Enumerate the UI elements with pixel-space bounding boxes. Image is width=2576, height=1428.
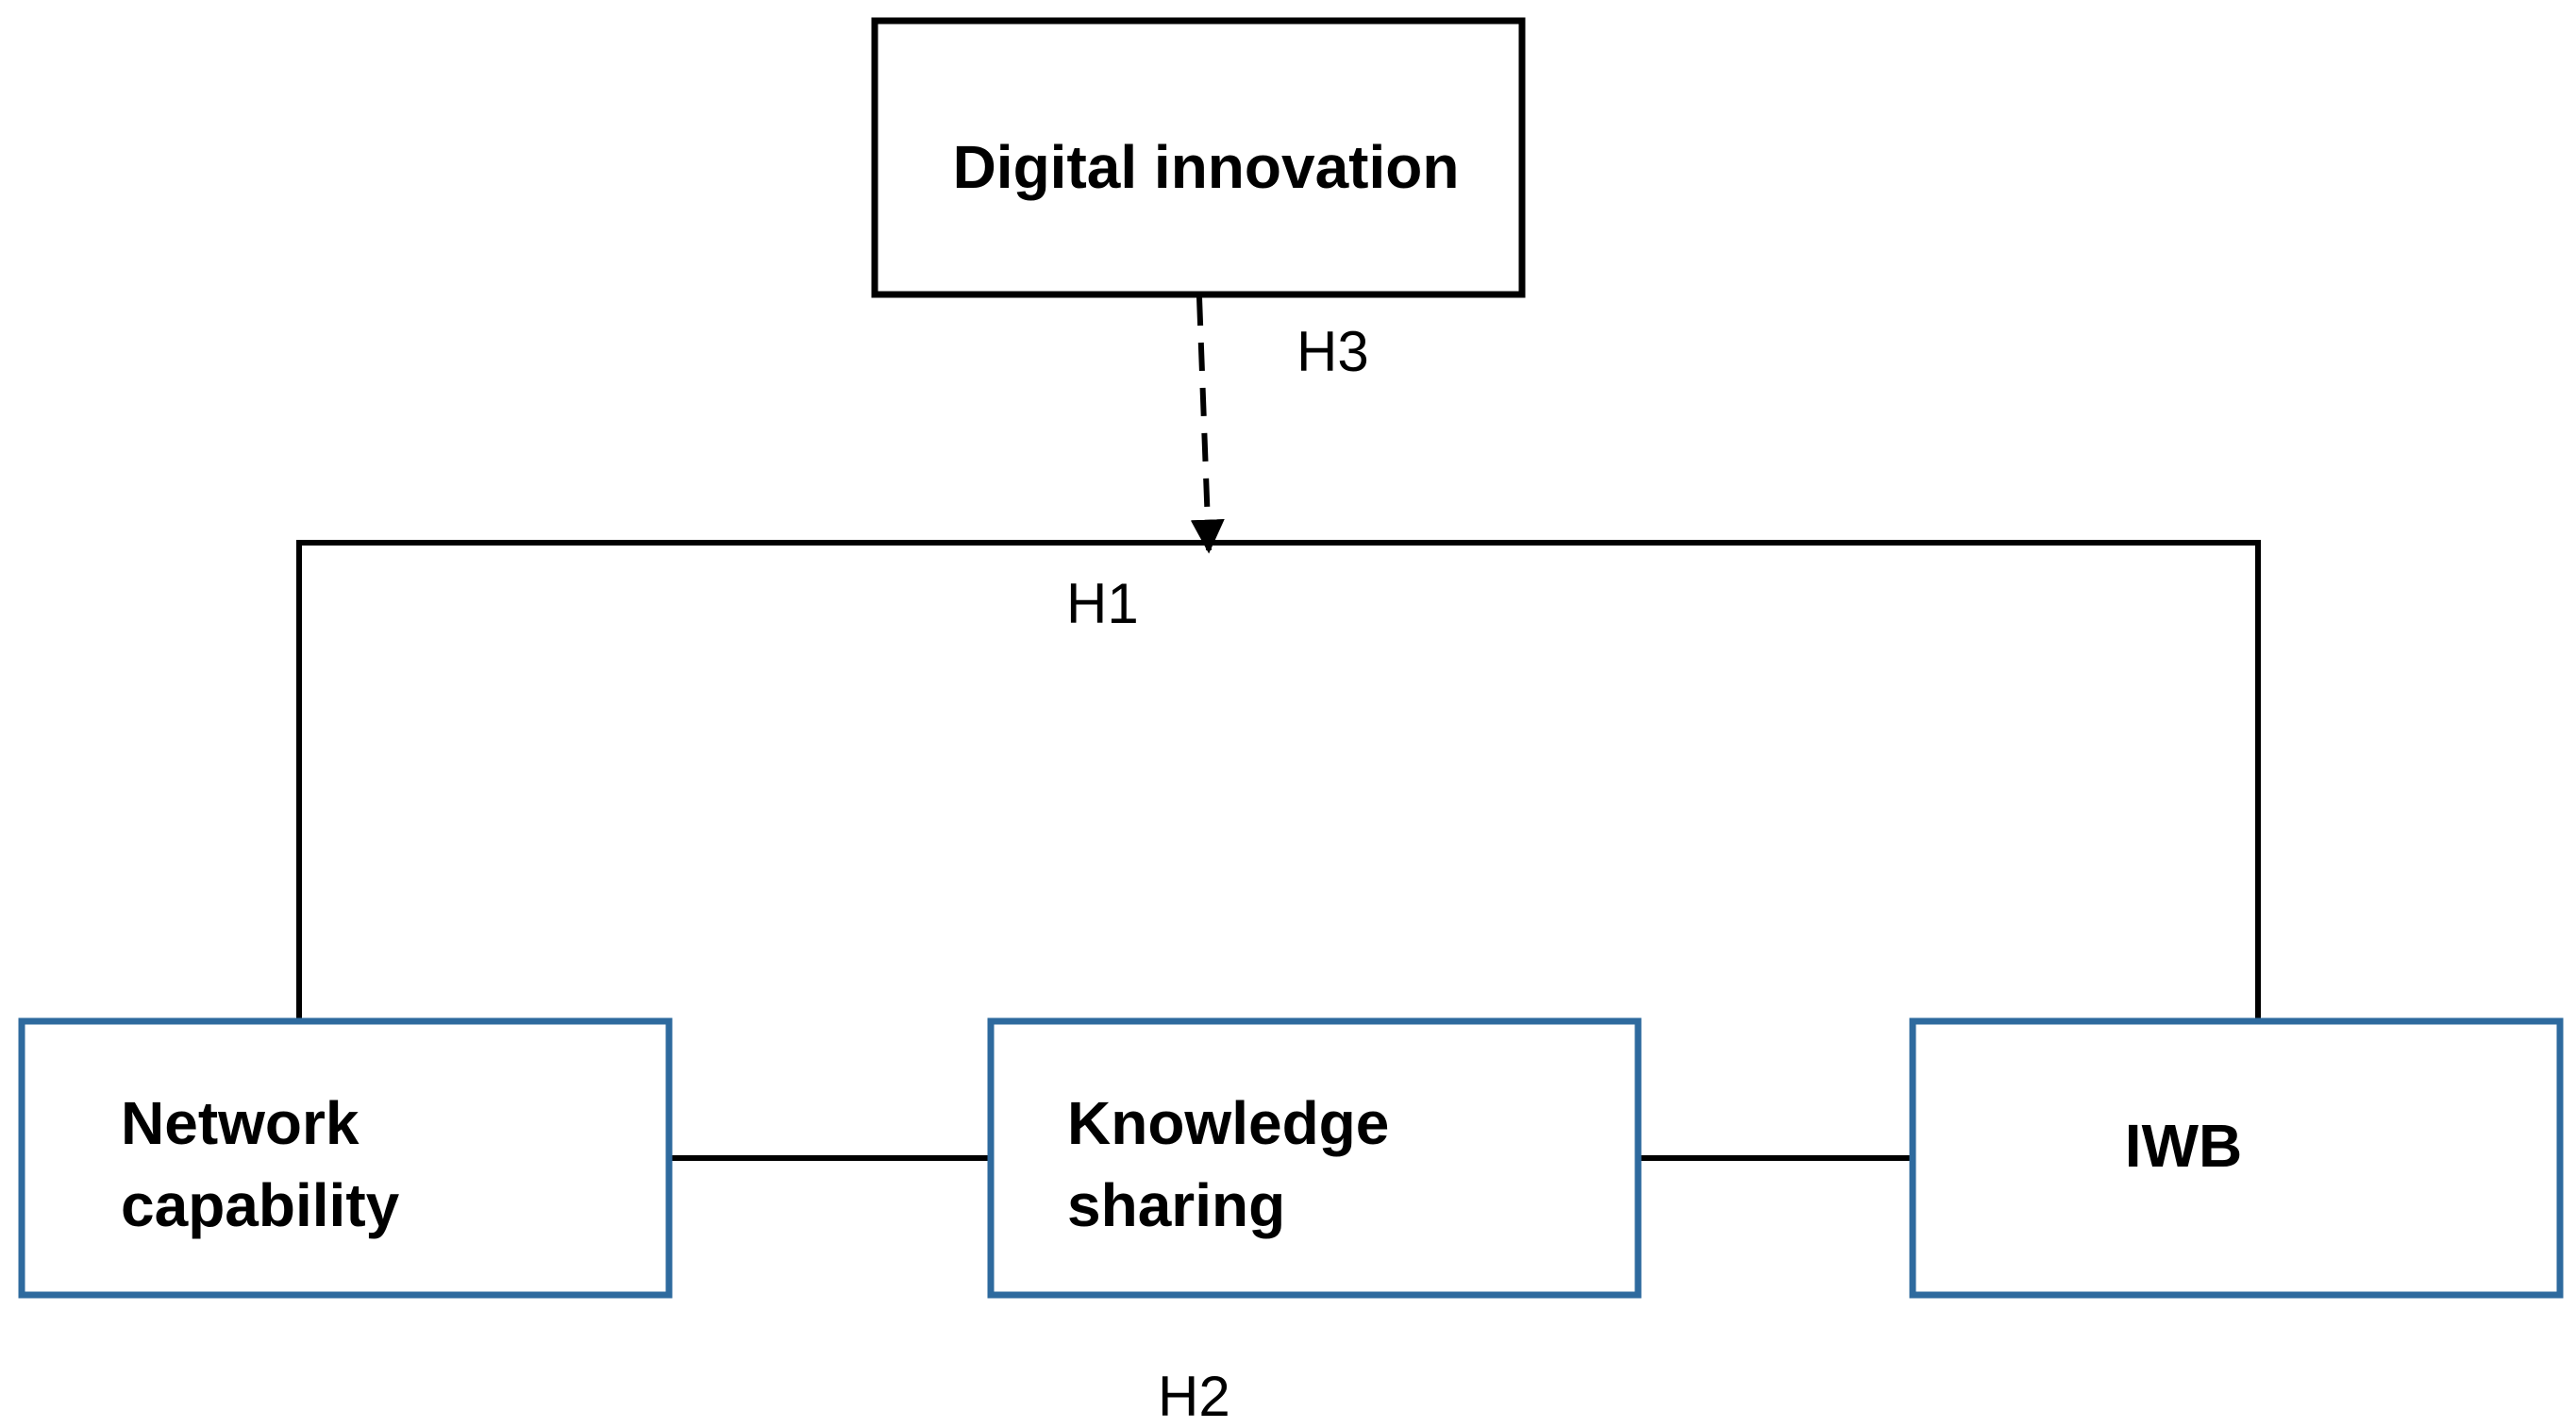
knowledge-sharing-label-line1: Knowledge — [1067, 1089, 1389, 1157]
h2-label: H2 — [1158, 1365, 1230, 1428]
iwb-label: IWB — [2125, 1112, 2242, 1180]
network-capability-box: Network capability — [18, 1017, 673, 1299]
knowledge-sharing-box: Knowledge sharing — [987, 1017, 1642, 1299]
knowledge-sharing-label-line2: sharing — [1067, 1171, 1285, 1239]
iwb-box: IWB — [1909, 1017, 2564, 1299]
h3-label: H3 — [1296, 320, 1369, 383]
network-capability-label-line1: Network — [121, 1089, 360, 1157]
network-capability-label-line2: capability — [121, 1171, 400, 1239]
digital-innovation-box: Digital innovation — [871, 17, 1526, 298]
h1-label: H1 — [1066, 572, 1139, 635]
h1-path-line — [296, 540, 2261, 1021]
h3-moderation-arrow — [1190, 296, 1225, 554]
digital-innovation-label: Digital innovation — [953, 133, 1460, 201]
